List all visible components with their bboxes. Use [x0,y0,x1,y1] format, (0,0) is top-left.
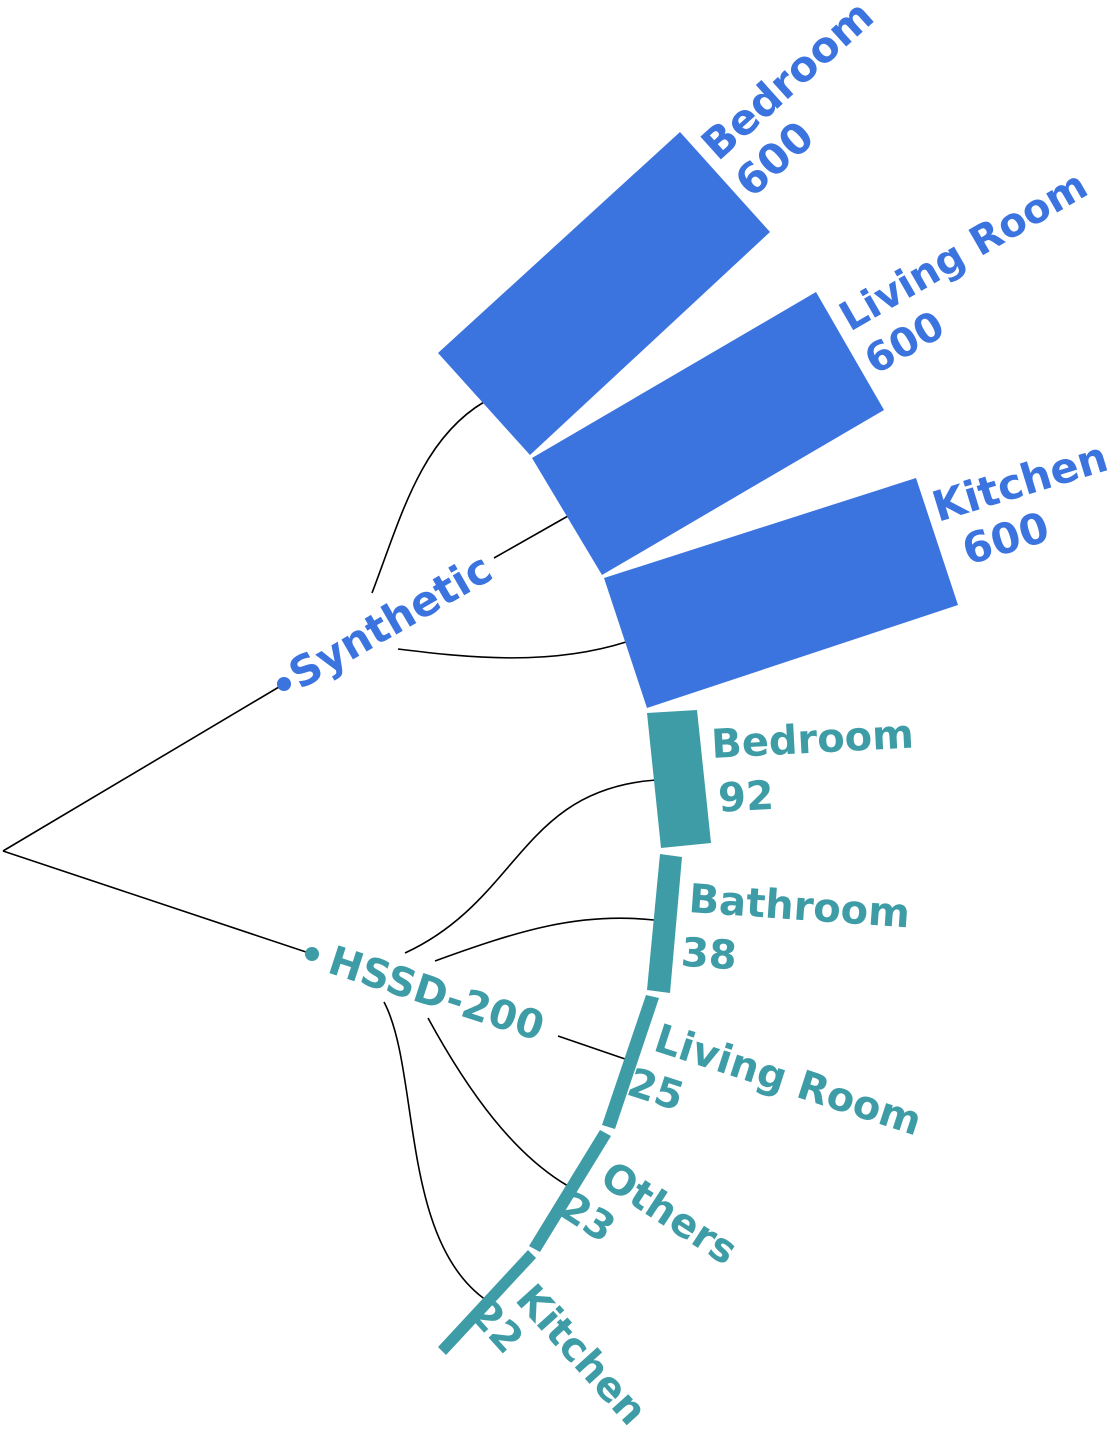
bar-hssd-bathroom [647,854,682,993]
root-link-hssd [2,850,313,955]
link-synthetic-kitchen [397,641,627,659]
item-name: Kitchen [507,1276,656,1430]
synthetic-node-dot [277,677,291,691]
root-links [2,683,313,955]
bar-synthetic-kitchen [604,478,958,708]
item-name: Bathroom [687,876,911,937]
link-hssd-others [427,1017,569,1187]
item-count: 38 [680,930,739,980]
label-hssd-living-room: Living Room 25 [622,1016,927,1145]
hssd-node-dot [305,947,319,961]
label-synthetic-living-room: Living Room 600 [832,162,1095,384]
item-name: Living Room [832,162,1095,341]
item-name: Bedroom [710,711,915,768]
label-hssd-bathroom: Bathroom 38 [680,876,912,980]
item-name: Living Room [649,1016,927,1145]
link-hssd-living-room [557,1035,629,1061]
group-label-synthetic: Synthetic [281,544,501,699]
root-link-synthetic [2,683,285,852]
link-hssd-kitchen [383,1001,487,1301]
bar-synthetic-bedroom [438,132,770,455]
item-count: 92 [717,773,775,822]
link-synthetic-bedroom [371,401,485,594]
link-hssd-bathroom [434,917,655,962]
group-synthetic: Synthetic Bedroom 600 Living Room 600 Ki… [277,0,1114,708]
bar-hssd-bedroom [647,710,711,848]
link-hssd-bedroom [404,779,657,954]
link-synthetic-living-room [493,515,569,559]
bar-hssd-kitchen [438,1250,536,1355]
label-synthetic-bedroom: Bedroom 600 [692,0,883,207]
hssd-links [383,779,657,1301]
label-synthetic-kitchen: Kitchen 600 [927,432,1114,575]
group-hssd: HSSD-200 Bedroom 92 Bathroom 38 Living R… [305,710,927,1430]
synthetic-links [371,401,627,659]
label-hssd-bedroom: Bedroom 92 [710,711,915,822]
label-hssd-kitchen: Kitchen 22 [460,1276,656,1430]
bar-hssd-living-room [602,995,659,1129]
bar-synthetic-living-room [532,292,884,575]
bar-hssd-others [529,1130,611,1252]
